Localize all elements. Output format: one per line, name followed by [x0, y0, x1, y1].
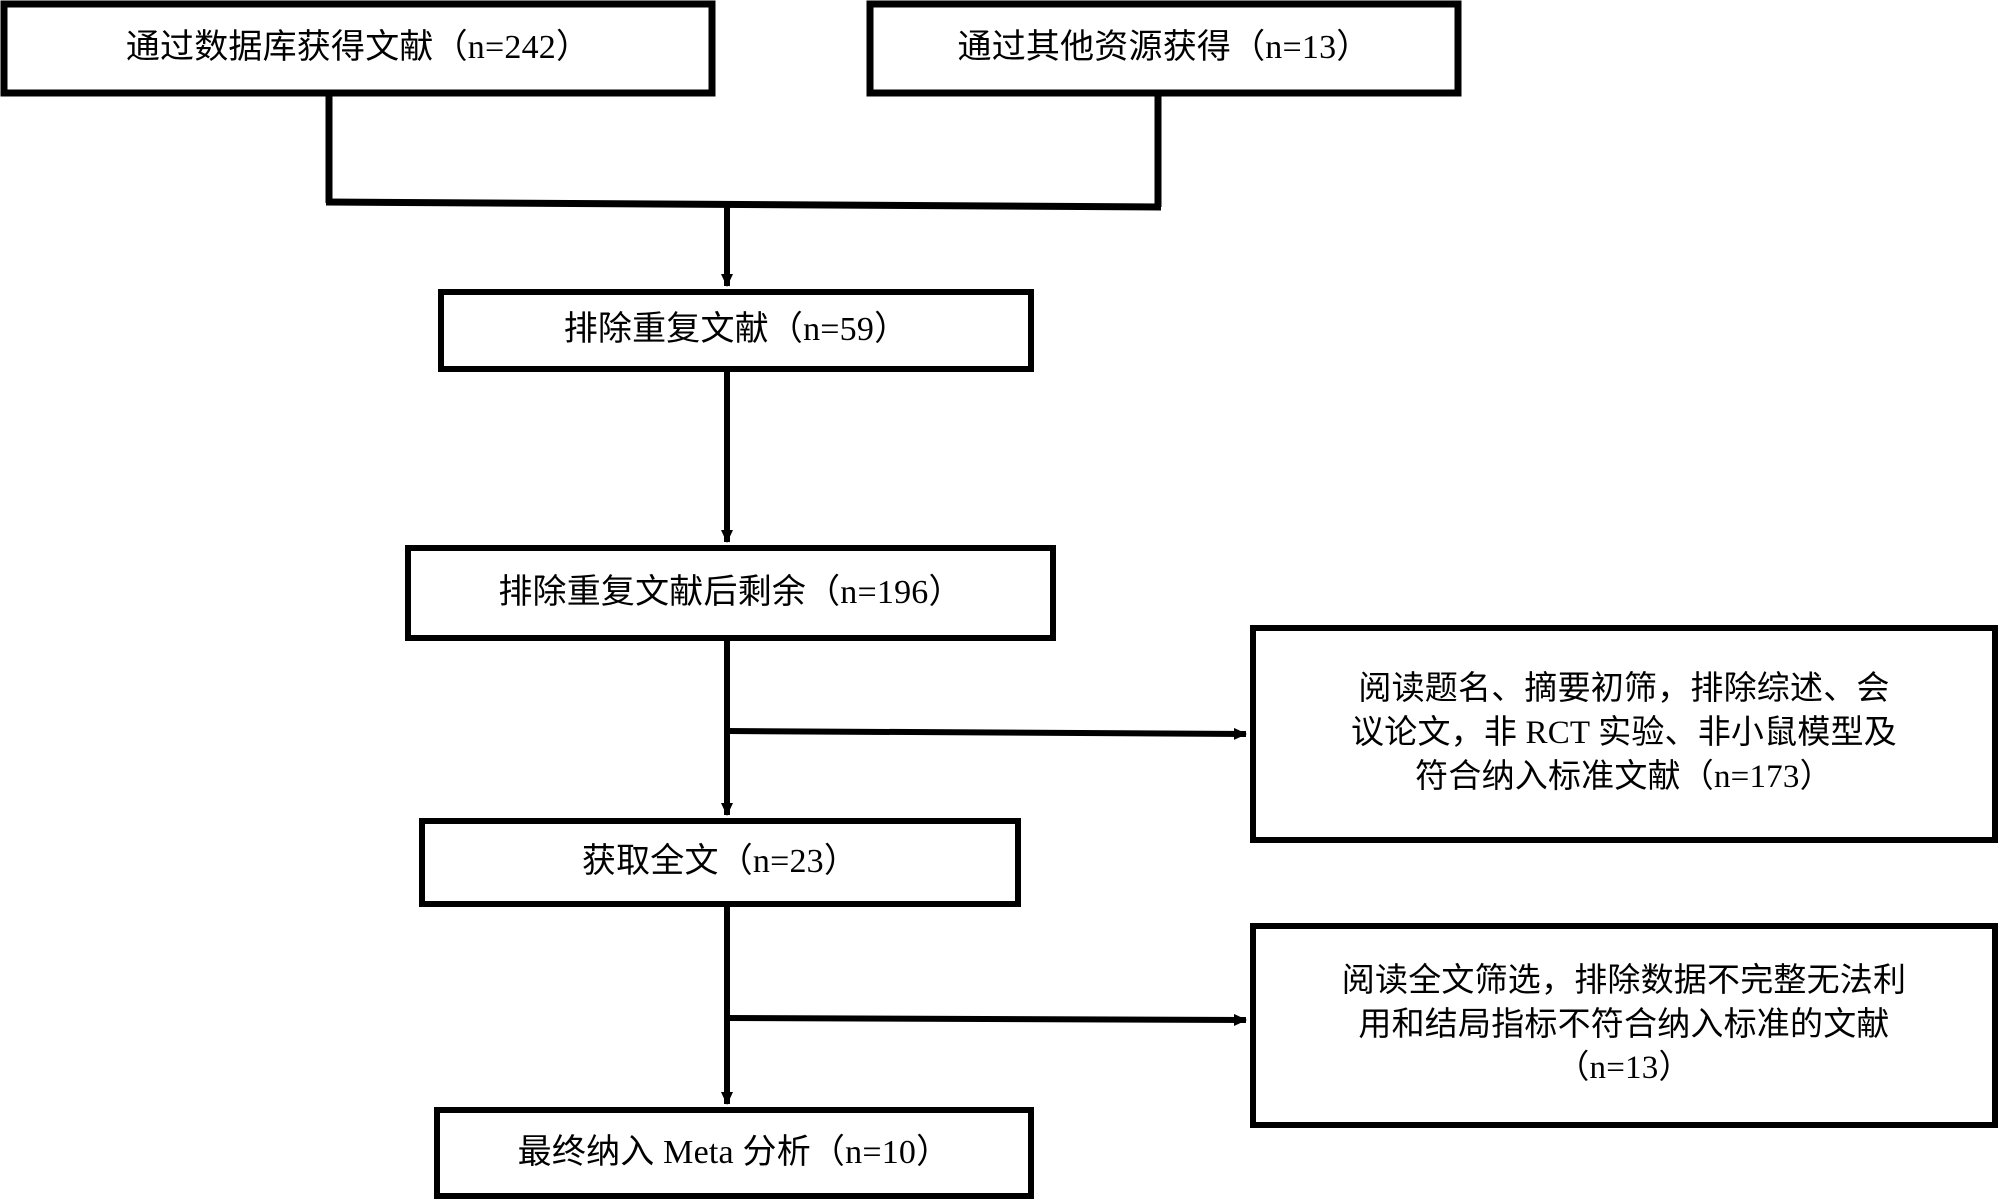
box-title-abstract-excluded: [1250, 625, 1998, 843]
connector-remaining-to-title-abstract-exclusion: [726, 727, 1247, 740]
box-fulltext-retrieved: [419, 818, 1021, 907]
box-identification-database: [0, 0, 716, 97]
box-included-meta: [434, 1107, 1034, 1199]
connector-fulltext-to-fulltext-exclusion: [726, 1013, 1247, 1026]
connector-merge-bar: [325, 198, 1162, 211]
box-fulltext-excluded: [1250, 923, 1998, 1128]
box-duplicates-removed: [438, 289, 1034, 372]
box-after-duplicates: [405, 545, 1056, 641]
box-identification-other: [866, 0, 1462, 97]
